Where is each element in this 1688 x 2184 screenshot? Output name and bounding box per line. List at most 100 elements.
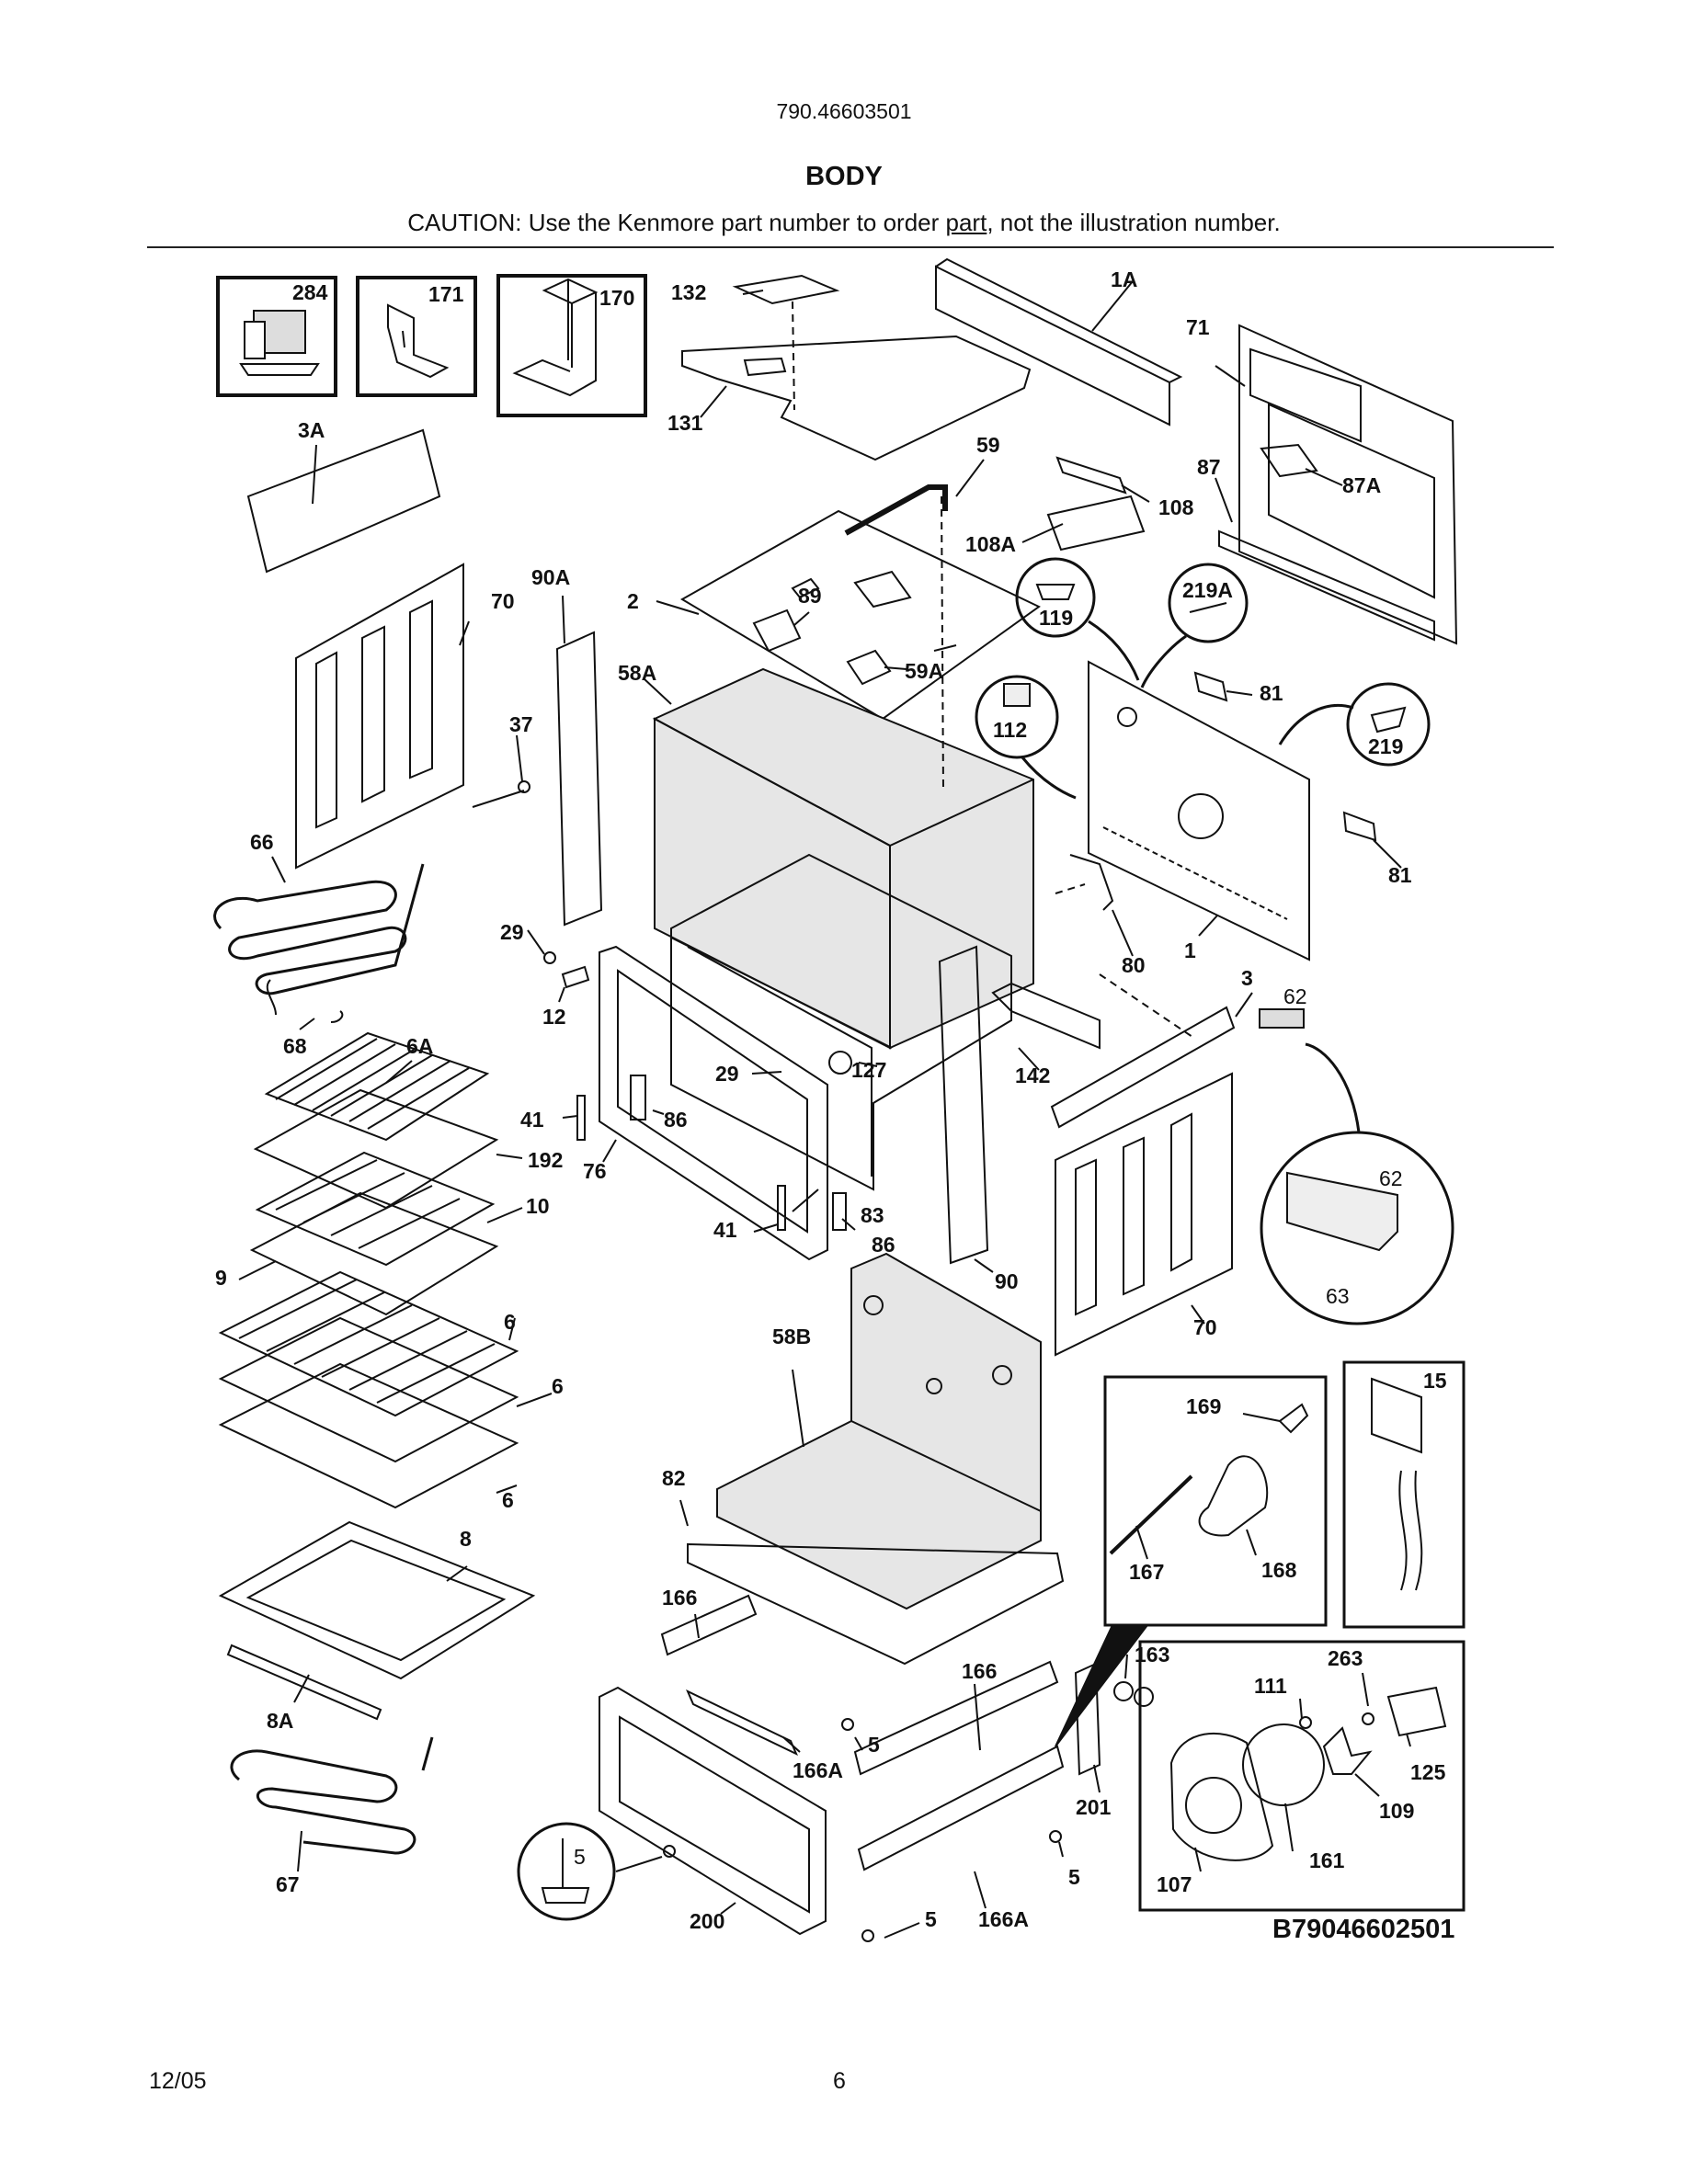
- arrow-219: [1278, 703, 1354, 745]
- rail-166A-a: [686, 1689, 798, 1757]
- diagram-code: B79046602501: [1272, 1915, 1454, 1944]
- callout-127: 127: [851, 1058, 886, 1082]
- bracket-201: [1074, 1662, 1101, 1776]
- bracket-108A: [1046, 495, 1146, 552]
- screw-29: [543, 951, 556, 964]
- rail-166A-b: [857, 1745, 1065, 1871]
- callout-5c: 5: [574, 1845, 586, 1869]
- callout-163: 163: [1135, 1643, 1169, 1666]
- insulation-58B: [716, 1252, 1042, 1610]
- callout-71: 71: [1186, 315, 1210, 339]
- strip-41-a: [576, 1095, 586, 1141]
- callout-41b: 41: [713, 1218, 737, 1242]
- callout-62b: 62: [1379, 1166, 1403, 1190]
- bracket-59A: [846, 649, 892, 686]
- leveler-5-a: [663, 1845, 676, 1858]
- callout-3: 3: [1241, 966, 1253, 990]
- rail-142: [991, 982, 1101, 1050]
- callout-142: 142: [1015, 1064, 1050, 1087]
- inset-box-171: [356, 276, 477, 397]
- rack-6A: [264, 1031, 490, 1142]
- callout-108A: 108A: [965, 532, 1016, 556]
- callout-3A: 3A: [298, 418, 325, 442]
- header-rule: [147, 246, 1554, 248]
- callout-59A: 59A: [905, 659, 943, 683]
- callout-15: 15: [1423, 1369, 1447, 1393]
- callout-108: 108: [1158, 495, 1194, 519]
- callout-76: 76: [583, 1159, 607, 1183]
- callout-82: 82: [662, 1466, 686, 1490]
- callout-63: 63: [1326, 1284, 1350, 1308]
- callout-109: 109: [1379, 1799, 1414, 1823]
- inset-circle-219A: [1168, 563, 1249, 643]
- strip-86-a: [630, 1075, 646, 1120]
- part-80: [1069, 854, 1114, 911]
- drawer-frame-200: [599, 1686, 827, 1936]
- callout-219A: 219A: [1182, 578, 1233, 602]
- callout-66: 66: [250, 830, 274, 854]
- side-panel-70-left: [295, 563, 464, 870]
- callout-161: 161: [1309, 1848, 1345, 1872]
- ring-161: [1242, 1723, 1325, 1806]
- callout-8: 8: [460, 1527, 472, 1551]
- motor-125: [1386, 1686, 1447, 1737]
- callout-171: 171: [428, 282, 464, 306]
- callout-200: 200: [690, 1909, 724, 1933]
- pan-insert-192: [253, 1088, 499, 1210]
- callout-125: 125: [1410, 1760, 1446, 1784]
- bracket-3A: [246, 428, 441, 574]
- leveler-5-b: [841, 1718, 854, 1731]
- top-plate-2: [680, 509, 1041, 721]
- callout-67: 67: [276, 1872, 300, 1896]
- bracket-81-a: [1193, 671, 1228, 702]
- drawer-body: [687, 1542, 1065, 1666]
- callout-70: 70: [491, 589, 515, 613]
- callout-81: 81: [1260, 681, 1283, 705]
- fan-blade-109: [1322, 1726, 1373, 1775]
- callout-81b: 81: [1388, 863, 1412, 887]
- callout-29b: 29: [715, 1062, 739, 1086]
- callout-2: 2: [627, 589, 639, 613]
- callout-80: 80: [1122, 953, 1146, 977]
- callout-192: 192: [528, 1148, 563, 1172]
- callout-86: 86: [664, 1108, 688, 1132]
- callout-9: 9: [215, 1266, 227, 1290]
- inset-box-fan: [1138, 1640, 1466, 1912]
- arrow-62: [1305, 1042, 1361, 1133]
- footer-date: 12/05: [149, 2068, 207, 2094]
- arrow-219A: [1140, 634, 1187, 688]
- callout-263: 263: [1328, 1646, 1363, 1670]
- callout-12: 12: [542, 1005, 566, 1029]
- arrow-119: [1088, 620, 1140, 681]
- bake-element-66: [213, 863, 425, 995]
- strip-41-b: [777, 1185, 786, 1231]
- callout-170: 170: [599, 286, 634, 310]
- callout-166Ab: 166A: [978, 1907, 1029, 1931]
- bracket-81-b: [1342, 811, 1377, 842]
- callout-107: 107: [1157, 1872, 1192, 1896]
- fan-housing-107: [1169, 1732, 1274, 1861]
- callout-5d: 5: [925, 1907, 937, 1931]
- callout-5b: 5: [1068, 1865, 1080, 1889]
- callout-90A: 90A: [531, 565, 570, 589]
- callout-90: 90: [995, 1269, 1019, 1293]
- page-title: BODY: [805, 162, 883, 191]
- callout-201: 201: [1076, 1795, 1112, 1819]
- callout-10: 10: [526, 1194, 550, 1218]
- callout-166A: 166A: [793, 1758, 843, 1782]
- callout-37: 37: [509, 712, 533, 736]
- grid-10: [255, 1151, 496, 1267]
- oven-racks-6: [218, 1270, 519, 1509]
- callout-1A: 1A: [1111, 267, 1137, 291]
- rear-panel-1: [1088, 660, 1310, 961]
- slide-166-left: [660, 1594, 758, 1656]
- caution-note: CAUTION: Use the Kenmore part number to …: [0, 209, 1688, 237]
- callout-8A: 8A: [267, 1709, 293, 1733]
- part-163: [1113, 1681, 1134, 1701]
- inset-box-167: [1103, 1375, 1328, 1627]
- side-panel-71: [1238, 324, 1458, 645]
- strip-8A: [226, 1644, 382, 1721]
- inset-box-170: [496, 274, 647, 417]
- model-number: 790.46603501: [776, 99, 912, 123]
